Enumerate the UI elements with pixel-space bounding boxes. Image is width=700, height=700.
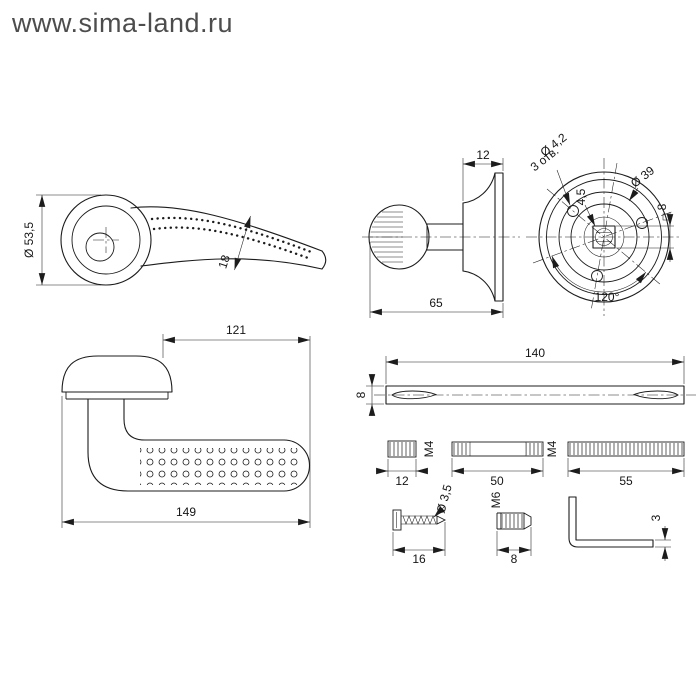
dim-label-rod-thread: M4 bbox=[545, 440, 559, 457]
rosette-front-outer-circle bbox=[538, 171, 670, 303]
screw-thread bbox=[402, 515, 437, 525]
view-small-parts: Ø 3,5 16 M6 8 bbox=[392, 483, 671, 566]
view-spindle: 140 8 bbox=[354, 346, 696, 416]
dim-label-hex-size: 3 bbox=[649, 514, 663, 521]
handle-bottom-edge bbox=[140, 258, 323, 270]
rod-thread-right bbox=[526, 443, 542, 455]
dim-label-rose-depth: 12 bbox=[476, 148, 490, 162]
rose-dome-outline bbox=[61, 355, 173, 393]
dim-label-grub-thread: M6 bbox=[489, 491, 503, 508]
handle-texture-dots bbox=[150, 216, 316, 261]
dim-square-hole: 8 bbox=[616, 203, 674, 262]
hex-key: 3 bbox=[568, 496, 671, 561]
rosette-hub-circle bbox=[85, 232, 115, 262]
dim-label-stud-length: 12 bbox=[395, 474, 409, 488]
dim-hex-size: 3 bbox=[649, 514, 671, 561]
neck-outline bbox=[426, 223, 463, 251]
view-fasteners: 12 M4 50 M4 55 bbox=[376, 440, 685, 488]
dim-label-square-hole: 8 bbox=[655, 203, 669, 210]
callout-circle-dia: Ø 39 bbox=[628, 163, 657, 202]
dim-label-stud-thread: M4 bbox=[422, 440, 436, 457]
rod-thread-limits bbox=[469, 442, 527, 456]
dim-screw-length: 16 bbox=[392, 522, 446, 566]
dim-label-rod-length: 50 bbox=[490, 474, 504, 488]
dim-rose-depth: 12 bbox=[462, 148, 504, 201]
dim-label-rosette-diameter: Ø 53,5 bbox=[22, 222, 36, 258]
view-handle-profile: 12 65 bbox=[362, 148, 520, 318]
rosette-front-rim-circle bbox=[546, 179, 662, 295]
rosette-outer-circle bbox=[60, 194, 152, 286]
dim-label-profile-length: 65 bbox=[429, 296, 443, 310]
spring-coils bbox=[569, 443, 683, 455]
spindle-slot-left bbox=[391, 390, 438, 400]
grip-texture-dots bbox=[140, 448, 302, 485]
dim-spindle-length: 140 bbox=[385, 346, 685, 384]
view-rosette-front: Ø 4,2 3 отв. Ø 39 4,5 8 120° bbox=[526, 130, 682, 316]
view-handle-plan: 121 149 bbox=[61, 323, 311, 528]
dim-label-total-length: 149 bbox=[176, 505, 196, 519]
dim-grub-length: 8 bbox=[496, 527, 532, 566]
dim-profile-length: 65 bbox=[369, 242, 504, 318]
rod-thread-left bbox=[453, 443, 469, 455]
knob-knurl-lines bbox=[370, 211, 403, 263]
screw-tip bbox=[436, 515, 447, 525]
dim-label-spindle-length: 140 bbox=[525, 346, 545, 360]
tapping-screw: Ø 3,5 16 bbox=[392, 483, 455, 566]
stud-thread bbox=[389, 442, 415, 456]
dim-label-grub-length: 8 bbox=[511, 552, 518, 566]
handle-tip bbox=[321, 250, 327, 270]
grub-thread bbox=[502, 514, 523, 528]
center-mark bbox=[93, 227, 119, 253]
screw-slot-lines bbox=[596, 232, 612, 242]
dim-spindle-square: 8 bbox=[354, 374, 384, 416]
dim-label-spindle-square: 8 bbox=[354, 391, 368, 398]
watermark: www.sima-land.ru bbox=[12, 8, 234, 38]
dim-spring-length: 55 bbox=[567, 458, 685, 488]
dim-rosette-diameter: Ø 53,5 bbox=[22, 194, 101, 286]
dim-label-spring-length: 55 bbox=[619, 474, 633, 488]
dim-label-handle-thickness: 18 bbox=[215, 253, 233, 270]
dim-label-grip-length: 121 bbox=[226, 323, 246, 337]
dim-label-circle-dia: Ø 39 bbox=[628, 163, 657, 190]
dim-label-screw-dia: Ø 3,5 bbox=[434, 483, 455, 515]
dim-rod-length: 50 bbox=[451, 458, 544, 488]
rod-outline bbox=[451, 441, 544, 457]
view-handle-side: Ø 53,5 18 bbox=[22, 194, 327, 286]
grub-head-slot bbox=[496, 512, 502, 530]
spindle-slot-right bbox=[632, 390, 679, 400]
rosette-inner-circle bbox=[71, 205, 141, 275]
knob-outline bbox=[368, 204, 430, 270]
dim-label-holes-angle: 120° bbox=[595, 290, 620, 304]
dim-total-length: 149 bbox=[61, 396, 310, 528]
rosette-front-bore-circle bbox=[595, 228, 613, 246]
rose-lip-outline bbox=[62, 391, 172, 400]
dim-label-center-dim: 4,5 bbox=[574, 188, 588, 205]
dim-handle-thickness: 18 bbox=[215, 215, 251, 270]
callout-center-dim: 4,5 bbox=[574, 188, 596, 227]
grip-outline bbox=[87, 398, 311, 492]
square-spindle-hole bbox=[592, 225, 616, 249]
dim-label-screw-length: 16 bbox=[412, 552, 426, 566]
dim-holes-angle: 120° bbox=[551, 255, 647, 304]
handle-top-edge bbox=[130, 206, 323, 252]
grub-screw: M6 8 bbox=[489, 491, 532, 566]
square-symbol-icon bbox=[662, 213, 670, 221]
rose-profile-outline bbox=[462, 172, 504, 302]
spring-outline bbox=[567, 441, 685, 457]
dim-stud-length: 12 bbox=[376, 459, 428, 488]
grub-tip bbox=[523, 512, 532, 530]
stud-outline bbox=[387, 440, 417, 458]
spindle-bar bbox=[385, 385, 685, 405]
callout-holes: Ø 4,2 3 отв. bbox=[528, 130, 571, 206]
dim-grip-length: 121 bbox=[162, 323, 311, 528]
